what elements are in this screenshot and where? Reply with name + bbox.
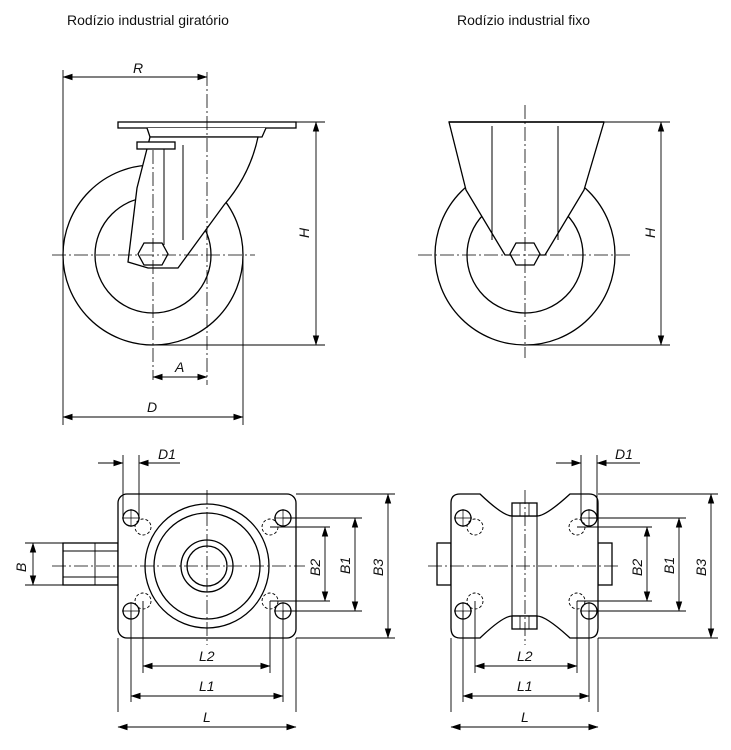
fixed-axle-nut-top [511, 502, 538, 517]
dim-label-L-fixed: L [521, 709, 529, 725]
swivel-axle-nut [137, 242, 169, 266]
dim-label-L-swivel: L [203, 709, 211, 725]
dim-label-L1-fixed: L1 [517, 678, 533, 694]
fixed-fork [448, 121, 605, 256]
dim-label-B1-fixed: B1 [661, 557, 677, 574]
dim-label-D: D [147, 399, 157, 415]
dim-label-A: A [174, 359, 184, 375]
dim-label-B1-swivel: B1 [337, 557, 353, 574]
dim-label-B: B [13, 563, 29, 572]
swivel-side-view [52, 72, 297, 385]
fixed-axle-nut-bottom [511, 615, 538, 630]
dim-label-H-swivel: H [296, 227, 312, 238]
dim-label-B2-fixed: B2 [629, 559, 645, 576]
swivel-side-dimensions [62, 70, 325, 425]
dim-label-R: R [133, 60, 143, 76]
swivel-brake-tab [136, 141, 176, 150]
swivel-wheel-stub [62, 542, 119, 586]
dim-label-L2-swivel: L2 [199, 648, 215, 664]
dim-label-D1-swivel: D1 [158, 446, 176, 462]
swivel-top-view [52, 490, 305, 645]
dim-label-B2-swivel: B2 [307, 559, 323, 576]
swivel-top-dimensions [25, 455, 395, 731]
fixed-axle-stub-right [597, 542, 613, 586]
dim-label-L2-fixed: L2 [517, 648, 533, 664]
fixed-side-view [418, 105, 632, 358]
swivel-plate-flange [146, 127, 267, 138]
dim-label-H-fixed: H [642, 227, 658, 238]
fixed-side-dimensions [525, 121, 670, 346]
fixed-top-view [428, 490, 620, 645]
fixed-axle-stub-left [436, 542, 452, 586]
dim-label-B3-fixed: B3 [693, 559, 709, 576]
fixed-top-dimensions [450, 455, 718, 731]
title-swivel-caster: Rodízio industrial giratório [67, 12, 229, 28]
swivel-fork [127, 136, 259, 269]
dim-label-B3-swivel: B3 [370, 559, 386, 576]
title-fixed-caster: Rodízio industrial fixo [457, 12, 591, 28]
dim-label-L1-swivel: L1 [199, 678, 215, 694]
dim-label-D1-fixed: D1 [615, 446, 633, 462]
